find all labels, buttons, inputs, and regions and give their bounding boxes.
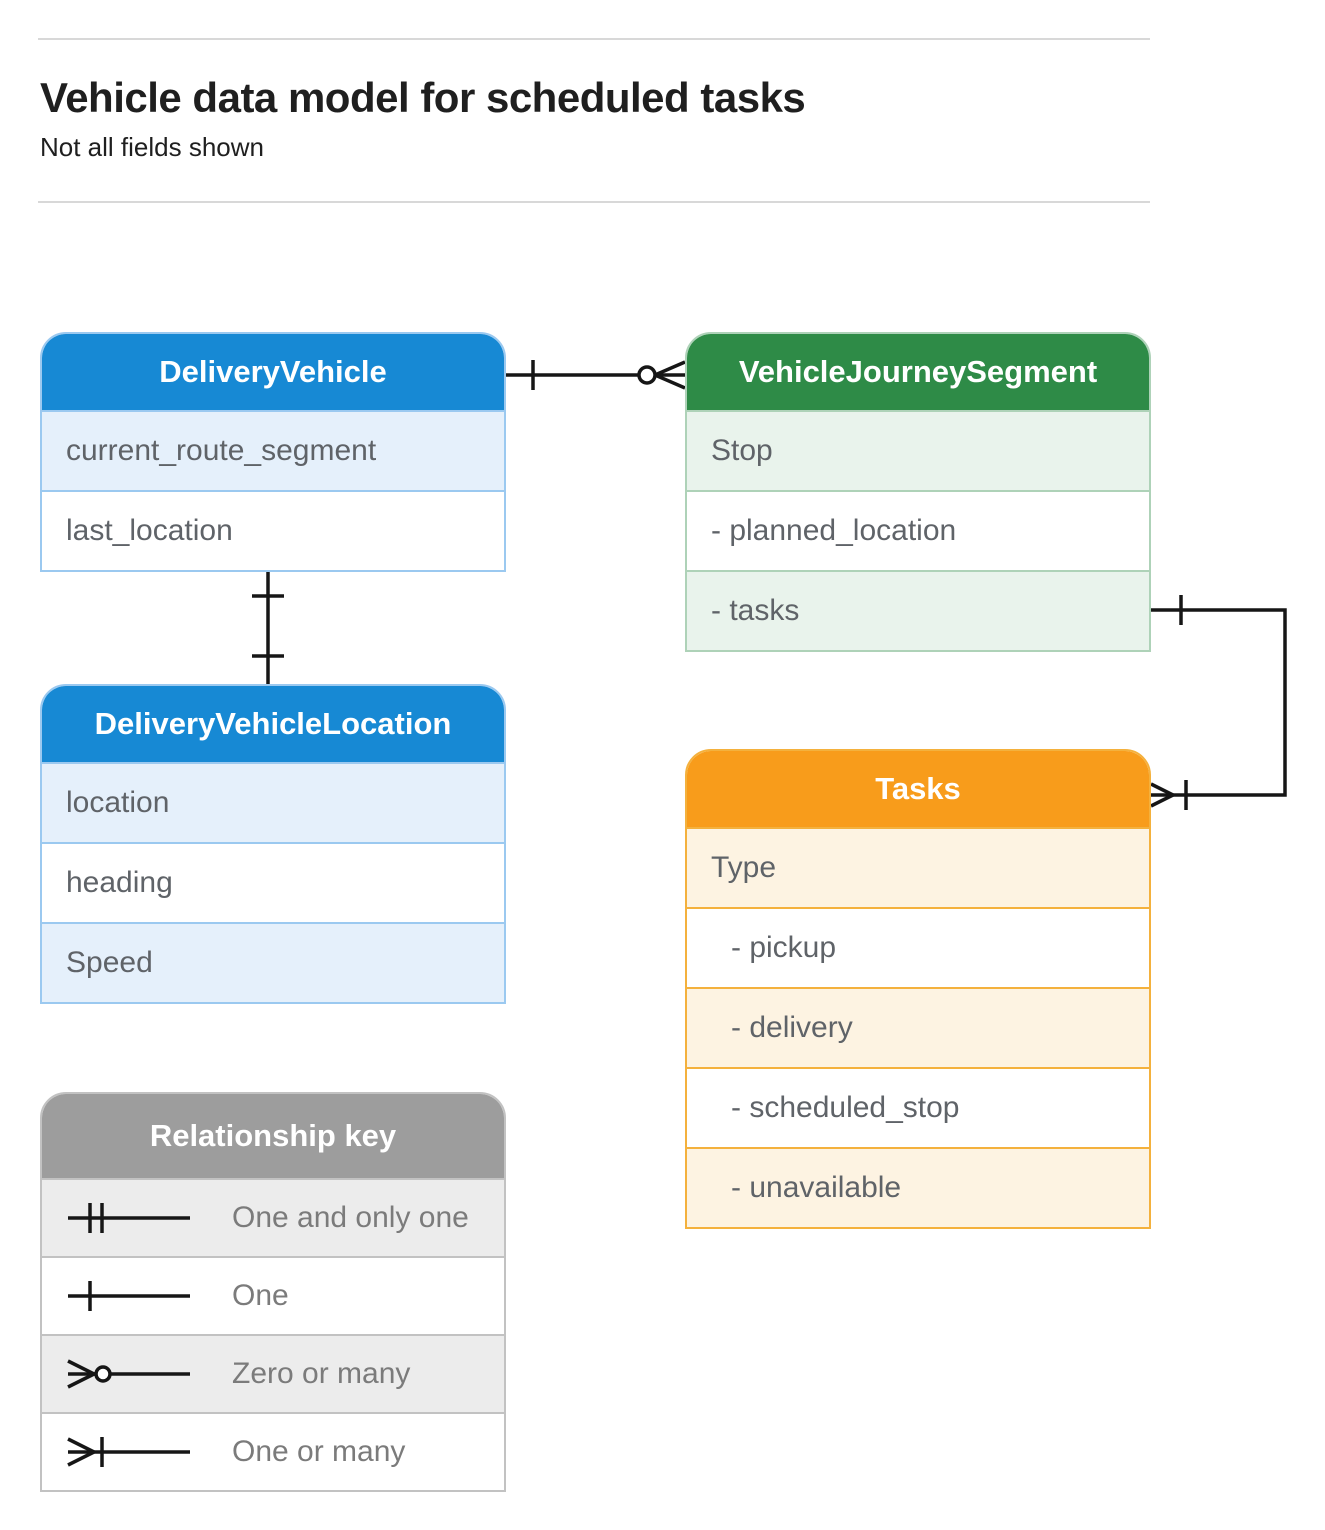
field-tasks: - tasks bbox=[687, 570, 1149, 650]
entity-vehicle-journey-segment-title: VehicleJourneySegment bbox=[687, 334, 1149, 410]
field-heading: heading bbox=[42, 842, 504, 922]
field-current-route-segment: current_route_segment bbox=[42, 410, 504, 490]
entity-tasks: Tasks Type - pickup - delivery - schedul… bbox=[685, 749, 1151, 1229]
top-divider bbox=[38, 38, 1150, 40]
one-icon bbox=[68, 1281, 190, 1311]
field-planned-location: - planned_location bbox=[687, 490, 1149, 570]
entity-delivery-vehicle-title: DeliveryVehicle bbox=[42, 334, 504, 410]
connector-deliveryvehicle-to-vehiclejourneysegment bbox=[506, 360, 686, 390]
entity-delivery-vehicle: DeliveryVehicle current_route_segment la… bbox=[40, 332, 506, 572]
field-last-location: last_location bbox=[42, 490, 504, 570]
connector-deliveryvehicle-to-deliveryvehiclelocation bbox=[252, 566, 284, 686]
legend-label: One or many bbox=[232, 1435, 406, 1468]
relationship-key-title: Relationship key bbox=[42, 1094, 504, 1178]
legend-row-one-and-only-one: One and only one bbox=[42, 1178, 504, 1256]
entity-tasks-title: Tasks bbox=[687, 751, 1149, 827]
one-or-many-icon bbox=[67, 1437, 190, 1467]
legend-label: Zero or many bbox=[232, 1357, 411, 1390]
page-subtitle: Not all fields shown bbox=[40, 132, 264, 162]
relationship-key: Relationship key One and only one One bbox=[40, 1092, 506, 1492]
entity-delivery-vehicle-location-title: DeliveryVehicleLocation bbox=[42, 686, 504, 762]
legend-label: One bbox=[232, 1279, 289, 1312]
legend-row-one: One bbox=[42, 1256, 504, 1334]
field-type-pickup: - pickup bbox=[687, 907, 1149, 987]
field-type-delivery: - delivery bbox=[687, 987, 1149, 1067]
bottom-divider bbox=[38, 201, 1150, 203]
entity-delivery-vehicle-location: DeliveryVehicleLocation location heading… bbox=[40, 684, 506, 1004]
field-location: location bbox=[42, 762, 504, 842]
zero-or-many-icon bbox=[67, 1359, 190, 1389]
one-and-only-one-icon bbox=[68, 1203, 190, 1233]
legend-row-one-or-many: One or many bbox=[42, 1412, 504, 1490]
field-stop: Stop bbox=[687, 410, 1149, 490]
entity-vehicle-journey-segment: VehicleJourneySegment Stop - planned_loc… bbox=[685, 332, 1151, 652]
field-type-unavailable: - unavailable bbox=[687, 1147, 1149, 1227]
connector-vehiclejourneysegment-to-tasks bbox=[1150, 595, 1287, 810]
field-type-scheduled-stop: - scheduled_stop bbox=[687, 1067, 1149, 1147]
field-speed: Speed bbox=[42, 922, 504, 1002]
field-type: Type bbox=[687, 827, 1149, 907]
page-title: Vehicle data model for scheduled tasks bbox=[40, 74, 806, 121]
legend-label: One and only one bbox=[232, 1201, 469, 1234]
legend-row-zero-or-many: Zero or many bbox=[42, 1334, 504, 1412]
